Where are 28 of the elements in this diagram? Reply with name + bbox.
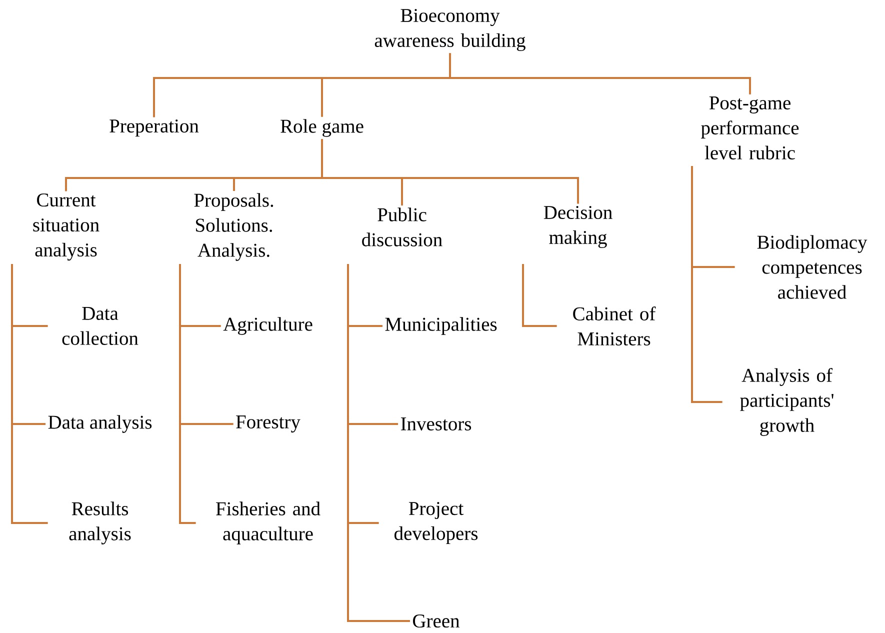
node-label: Cabinet of Ministers [573, 306, 656, 346]
node-label: Bioeconomy awareness building [374, 8, 526, 52]
connector-line [691, 166, 722, 403]
node-label: Post-game performance level rubric [701, 96, 799, 160]
node-label: Project developers [394, 502, 478, 544]
node-label: Municipalities [385, 317, 497, 335]
node-label: Preperation [110, 119, 199, 137]
connector-line [321, 139, 579, 204]
connector-line [11, 264, 48, 524]
connector-line [522, 264, 557, 327]
node-label: Data collection [62, 307, 138, 345]
node-label: Forestry [236, 416, 300, 432]
node-label: Agriculture [223, 317, 312, 335]
node-label: Fisheries and aquaculture [216, 502, 320, 544]
node-label: Results analysis [69, 502, 131, 544]
node-label: Decision making [544, 206, 612, 248]
node-label: Analysis of participants' growth [740, 368, 834, 436]
node-label: Investors [400, 418, 472, 430]
node-label: Public discussion [362, 208, 442, 246]
connector-line [449, 53, 751, 94]
node-label: Biodiplomacy competences achieved [757, 235, 868, 299]
node-label: Current situation analysis [33, 193, 100, 261]
node-label: Proposals. Solutions. Analysis. [194, 193, 274, 261]
connector-line [347, 264, 410, 622]
node-label: Data analysis [48, 415, 152, 433]
node-label: Green [413, 614, 460, 628]
node-label: Role game [280, 119, 364, 137]
connector-line [179, 264, 196, 524]
